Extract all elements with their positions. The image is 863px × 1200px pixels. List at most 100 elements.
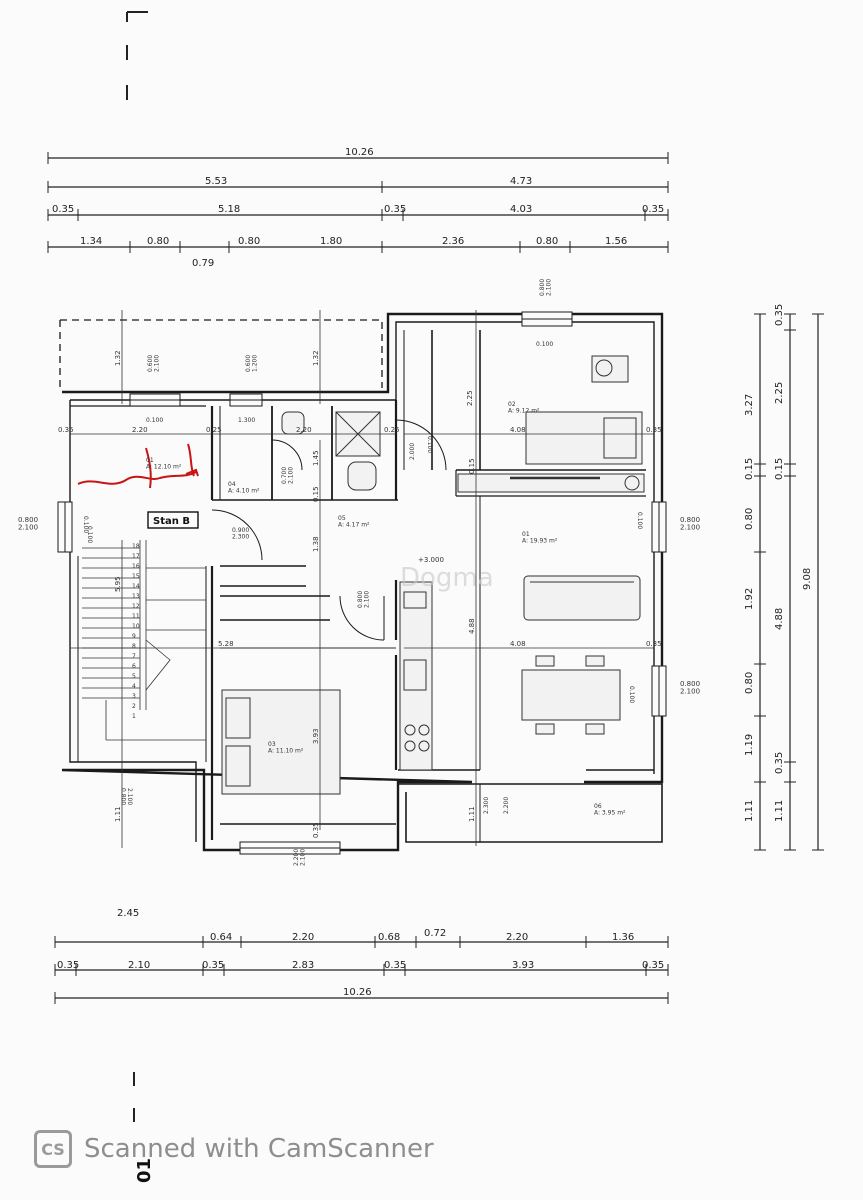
crop-marks bbox=[126, 11, 148, 1122]
bottom-dim: 0.35 bbox=[57, 960, 79, 971]
int-dim: 3.93 bbox=[312, 728, 320, 744]
door-label: 0.100 bbox=[86, 526, 93, 543]
sofa bbox=[523, 575, 641, 621]
stair-step-label: 6 bbox=[132, 663, 136, 670]
stair-step-label: 13 bbox=[132, 593, 140, 600]
bottom-dim: 3.93 bbox=[512, 960, 534, 971]
scanner-footer: CS Scanned with CamScanner bbox=[34, 1130, 434, 1168]
int-dim: 0.25 bbox=[384, 426, 400, 434]
int-dim: 2.20 bbox=[132, 426, 148, 434]
top-dimension-labels: 10.26 5.53 4.73 0.35 5.18 0.35 4.03 0.35… bbox=[52, 147, 664, 269]
window-label: 0.6001.200 bbox=[245, 355, 259, 372]
top-dim-seg-7: 1.56 bbox=[605, 236, 627, 247]
bottom-dim-total: 10.26 bbox=[343, 987, 372, 998]
int-dim: 1.45 bbox=[312, 450, 320, 466]
door-label: 0.7002.100 bbox=[281, 467, 295, 484]
int-dim: 4.88 bbox=[468, 618, 476, 634]
int-dim: 2.25 bbox=[466, 390, 474, 406]
stair-step-label: 3 bbox=[132, 693, 136, 700]
top-dim-total: 10.26 bbox=[345, 147, 374, 158]
top-dim-extra: 0.79 bbox=[192, 258, 214, 269]
int-dim: 2.20 bbox=[296, 426, 312, 434]
window-label: 0.100 bbox=[82, 516, 89, 533]
right-dim: 0.15 bbox=[744, 458, 755, 480]
stan-label-box bbox=[147, 511, 199, 529]
svg-text:0.8002.100: 0.8002.100 bbox=[680, 680, 700, 696]
int-dim: 0.15 bbox=[312, 486, 320, 502]
tv-unit bbox=[457, 473, 645, 493]
int-dim: 0.35 bbox=[312, 822, 320, 838]
stair-step-label: 2 bbox=[132, 703, 136, 710]
int-dim: 0.25 bbox=[206, 426, 222, 434]
stair-step-label: 17 bbox=[132, 553, 140, 560]
interior-dimension-lines bbox=[70, 310, 654, 848]
top-dim-seg-6: 0.80 bbox=[536, 236, 558, 247]
door-label: 2.2002.100 bbox=[293, 849, 307, 866]
int-dim: 5.95 bbox=[114, 576, 122, 592]
window-label: 0.8002.100 bbox=[539, 279, 553, 296]
int-dim: 1.11 bbox=[114, 806, 122, 822]
right-dim: 1.11 bbox=[774, 800, 785, 822]
svg-text:2.2002.100: 2.2002.100 bbox=[293, 849, 307, 866]
top-dim-wall-b: 0.35 bbox=[384, 204, 406, 215]
right-dim: 1.92 bbox=[744, 588, 755, 610]
stair-step-label: 10 bbox=[132, 623, 140, 630]
int-dim: 0.35 bbox=[58, 426, 74, 434]
right-dim: 0.80 bbox=[744, 508, 755, 530]
top-dim-seg-3: 0.80 bbox=[238, 236, 260, 247]
int-dim: 4.08 bbox=[510, 640, 526, 648]
bottom-dim: 0.35 bbox=[202, 960, 224, 971]
right-dim: 2.25 bbox=[774, 382, 785, 404]
right-dim: 0.15 bbox=[774, 458, 785, 480]
stair-step-label: 12 bbox=[132, 603, 140, 610]
stair-step-label: 5 bbox=[132, 673, 136, 680]
int-dim: 0.15 bbox=[468, 458, 476, 474]
level-mark: +3.000 bbox=[418, 556, 444, 564]
door-label: 2.000 bbox=[409, 443, 416, 460]
stair-numbers: 18 17 16 15 14 13 12 11 10 9 8 7 6 5 4 3… bbox=[132, 543, 140, 720]
door-label: 2.1000.800 bbox=[119, 788, 133, 805]
stair-step-label: 14 bbox=[132, 583, 140, 590]
bottom-dim: 0.72 bbox=[424, 928, 446, 939]
top-dim-wall-a: 0.35 bbox=[52, 204, 74, 215]
top-dim-right: 4.73 bbox=[510, 176, 532, 187]
staircase bbox=[82, 540, 206, 741]
bottom-dimension-labels: 2.45 0.64 2.20 0.68 0.72 2.20 1.36 0.35 … bbox=[57, 908, 664, 998]
dining-table bbox=[521, 669, 621, 721]
int-dim: 1.32 bbox=[114, 350, 122, 366]
red-annotation bbox=[77, 443, 199, 489]
door-label: 0.100 bbox=[628, 686, 635, 703]
top-dimensions bbox=[47, 152, 669, 253]
right-dim: 0.80 bbox=[744, 672, 755, 694]
int-dim: 0.35 bbox=[646, 640, 662, 648]
door-label: 2.300 bbox=[483, 797, 490, 814]
bottom-dim: 1.36 bbox=[612, 932, 634, 943]
int-dim: 4.08 bbox=[510, 426, 526, 434]
top-dim-span-b: 4.03 bbox=[510, 204, 532, 215]
svg-text:2.1000.800: 2.1000.800 bbox=[119, 788, 133, 805]
svg-text:0.6001.200: 0.6001.200 bbox=[245, 355, 259, 372]
right-dim: 1.19 bbox=[744, 734, 755, 756]
stair-step-label: 11 bbox=[132, 613, 140, 620]
svg-text:0.6002.100: 0.6002.100 bbox=[147, 355, 161, 372]
bottom-dim: 0.35 bbox=[384, 960, 406, 971]
bottom-dim: 2.83 bbox=[292, 960, 314, 971]
int-dim: 5.28 bbox=[218, 640, 234, 648]
stair-step-label: 7 bbox=[132, 653, 136, 660]
right-dim: 3.27 bbox=[744, 394, 755, 416]
window-label: 1.300 bbox=[238, 417, 255, 424]
top-dim-span-a: 5.18 bbox=[218, 204, 240, 215]
svg-text:0.8002.100: 0.8002.100 bbox=[18, 516, 38, 532]
top-dim-seg-4: 1.80 bbox=[320, 236, 342, 247]
door-label: 2.200 bbox=[503, 797, 510, 814]
